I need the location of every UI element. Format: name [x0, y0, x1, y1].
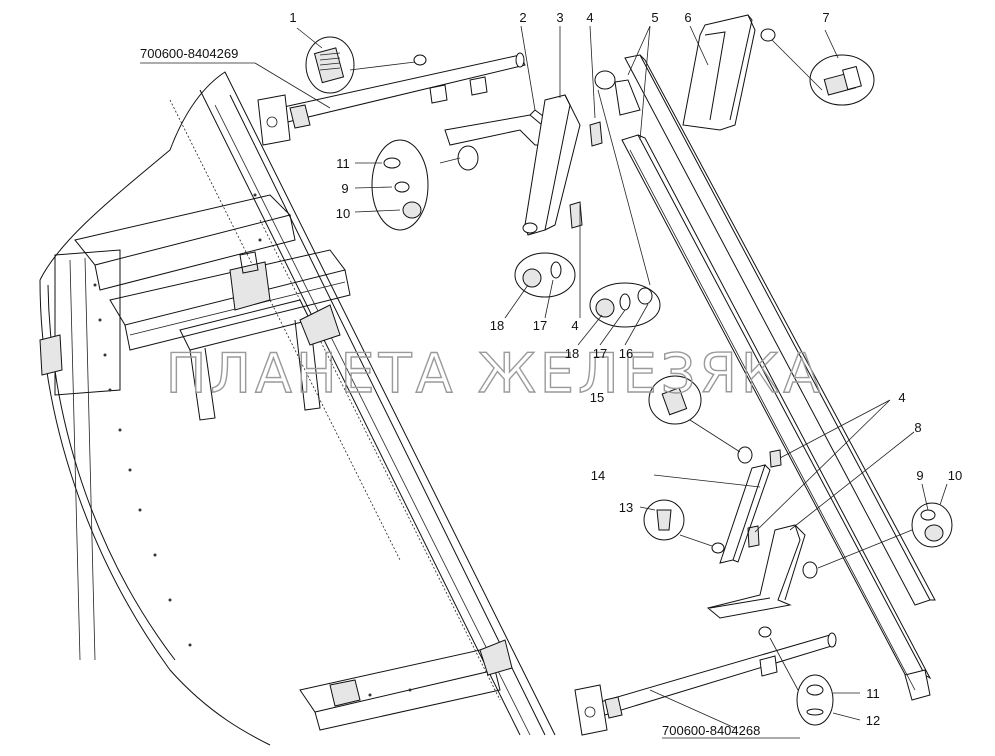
callout-9-top: 9	[341, 181, 348, 196]
callout-4-top: 4	[586, 10, 593, 25]
callout-9-right: 9	[916, 468, 923, 483]
assembly-label-bottom: 700600-8404268	[662, 723, 760, 738]
callout-3: 3	[556, 10, 563, 25]
callout-5: 5	[651, 10, 658, 25]
callout-4-mid: 4	[571, 318, 578, 333]
callout-17-right: 17	[593, 346, 607, 361]
callout-12: 12	[866, 713, 880, 728]
part-bracket-8	[706, 524, 806, 619]
part-plate-14	[719, 464, 771, 564]
watermark-text: ПЛАНЕТА ЖЕЛЕЗЯКА	[166, 342, 824, 405]
callout-1: 1	[289, 10, 296, 25]
callout-11-top: 11	[336, 156, 350, 171]
leader-lines	[140, 25, 948, 739]
part-rails-5	[614, 54, 936, 701]
callout-4-right: 4	[898, 390, 905, 405]
callout-6: 6	[684, 10, 691, 25]
callout-2: 2	[519, 10, 526, 25]
hardware-bubbles	[305, 28, 953, 726]
part-channel-6	[682, 14, 756, 131]
callout-18-left: 18	[490, 318, 504, 333]
assembly-label-top: 700600-8404269	[140, 46, 238, 61]
callout-14: 14	[591, 468, 605, 483]
callout-13: 13	[619, 500, 633, 515]
callout-7: 7	[822, 10, 829, 25]
callout-15: 15	[590, 390, 604, 405]
top-tube-assembly	[257, 52, 526, 146]
callout-18-right: 18	[565, 346, 579, 361]
part-clips-4	[569, 121, 782, 548]
cab-frame	[39, 71, 556, 746]
callout-17-left: 17	[533, 318, 547, 333]
callout-10-top: 10	[336, 206, 350, 221]
callout-11-bottom: 11	[866, 686, 880, 701]
bottom-tube-assembly	[574, 632, 837, 736]
callout-8: 8	[914, 420, 921, 435]
callout-16: 16	[619, 346, 633, 361]
callout-10-right: 10	[948, 468, 962, 483]
